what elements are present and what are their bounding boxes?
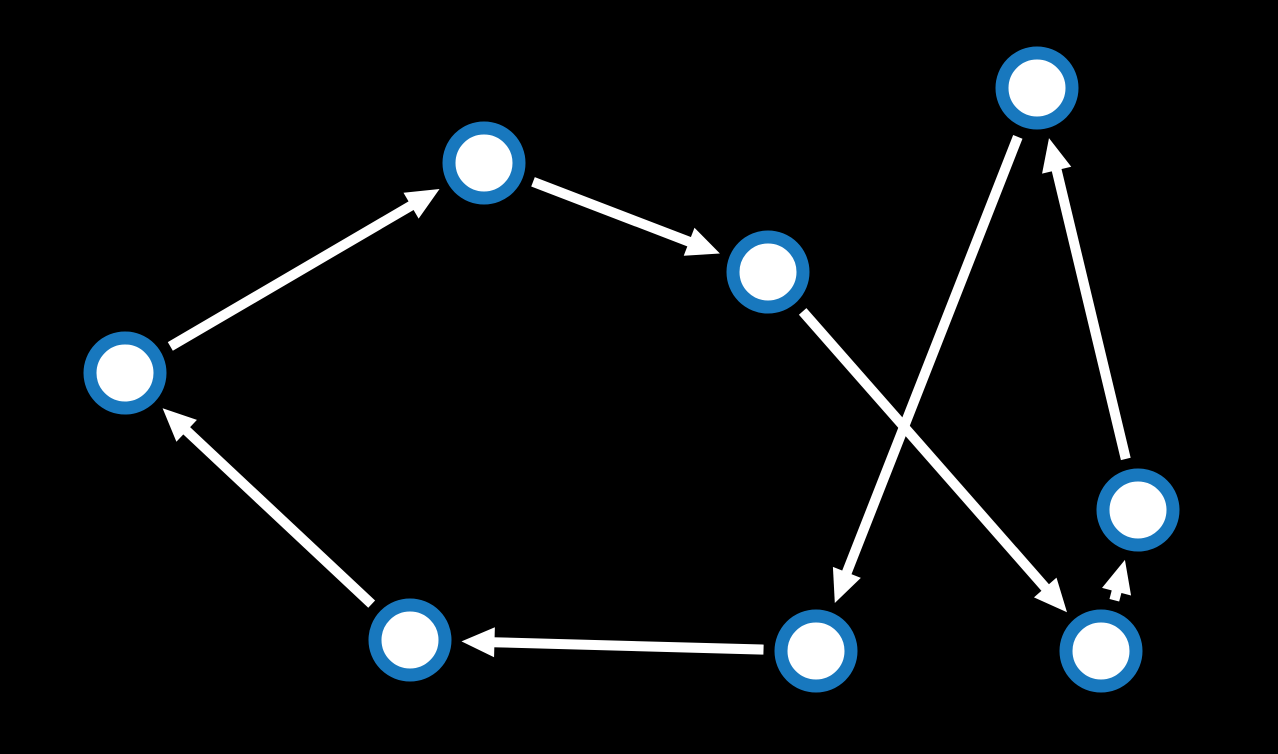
edge-shaft — [841, 135, 1023, 577]
edge-top-to-middle — [531, 177, 720, 256]
edge-top-right-to-bottom-middle — [832, 135, 1023, 604]
edge-shaft — [492, 637, 764, 655]
arrowhead-icon — [1042, 138, 1072, 174]
node-bottom-middle — [774, 609, 858, 693]
node-middle — [726, 230, 810, 314]
arrowhead-icon — [403, 189, 440, 219]
edge-shaft — [1051, 167, 1131, 461]
arrowhead-icon — [683, 227, 720, 256]
edge-shaft — [167, 200, 416, 351]
arrowhead-icon — [461, 627, 495, 658]
arrowhead-icon — [1033, 577, 1068, 613]
edge-left-to-top — [167, 189, 440, 351]
edge-bottom-left-to-left — [162, 408, 376, 608]
node-bottom-right — [1059, 609, 1143, 693]
edge-bottom-right-to-right — [1102, 559, 1132, 602]
edge-right-to-top-right — [1042, 138, 1131, 461]
arrowhead-icon — [162, 408, 197, 442]
edges-layer — [162, 135, 1132, 658]
node-bottom-left — [368, 598, 452, 682]
node-right — [1096, 468, 1180, 552]
node-top — [442, 121, 526, 205]
arrowhead-icon — [832, 566, 861, 604]
edge-shaft — [798, 308, 1051, 593]
edge-shaft — [181, 425, 376, 608]
edge-middle-to-bottom-right — [798, 308, 1068, 613]
edge-bottom-middle-to-bottom-left — [461, 627, 764, 658]
node-left — [83, 331, 167, 415]
nodes-layer — [83, 46, 1180, 693]
node-top-right — [995, 46, 1079, 130]
edge-shaft — [531, 177, 693, 248]
arrowhead-icon — [1102, 559, 1132, 596]
